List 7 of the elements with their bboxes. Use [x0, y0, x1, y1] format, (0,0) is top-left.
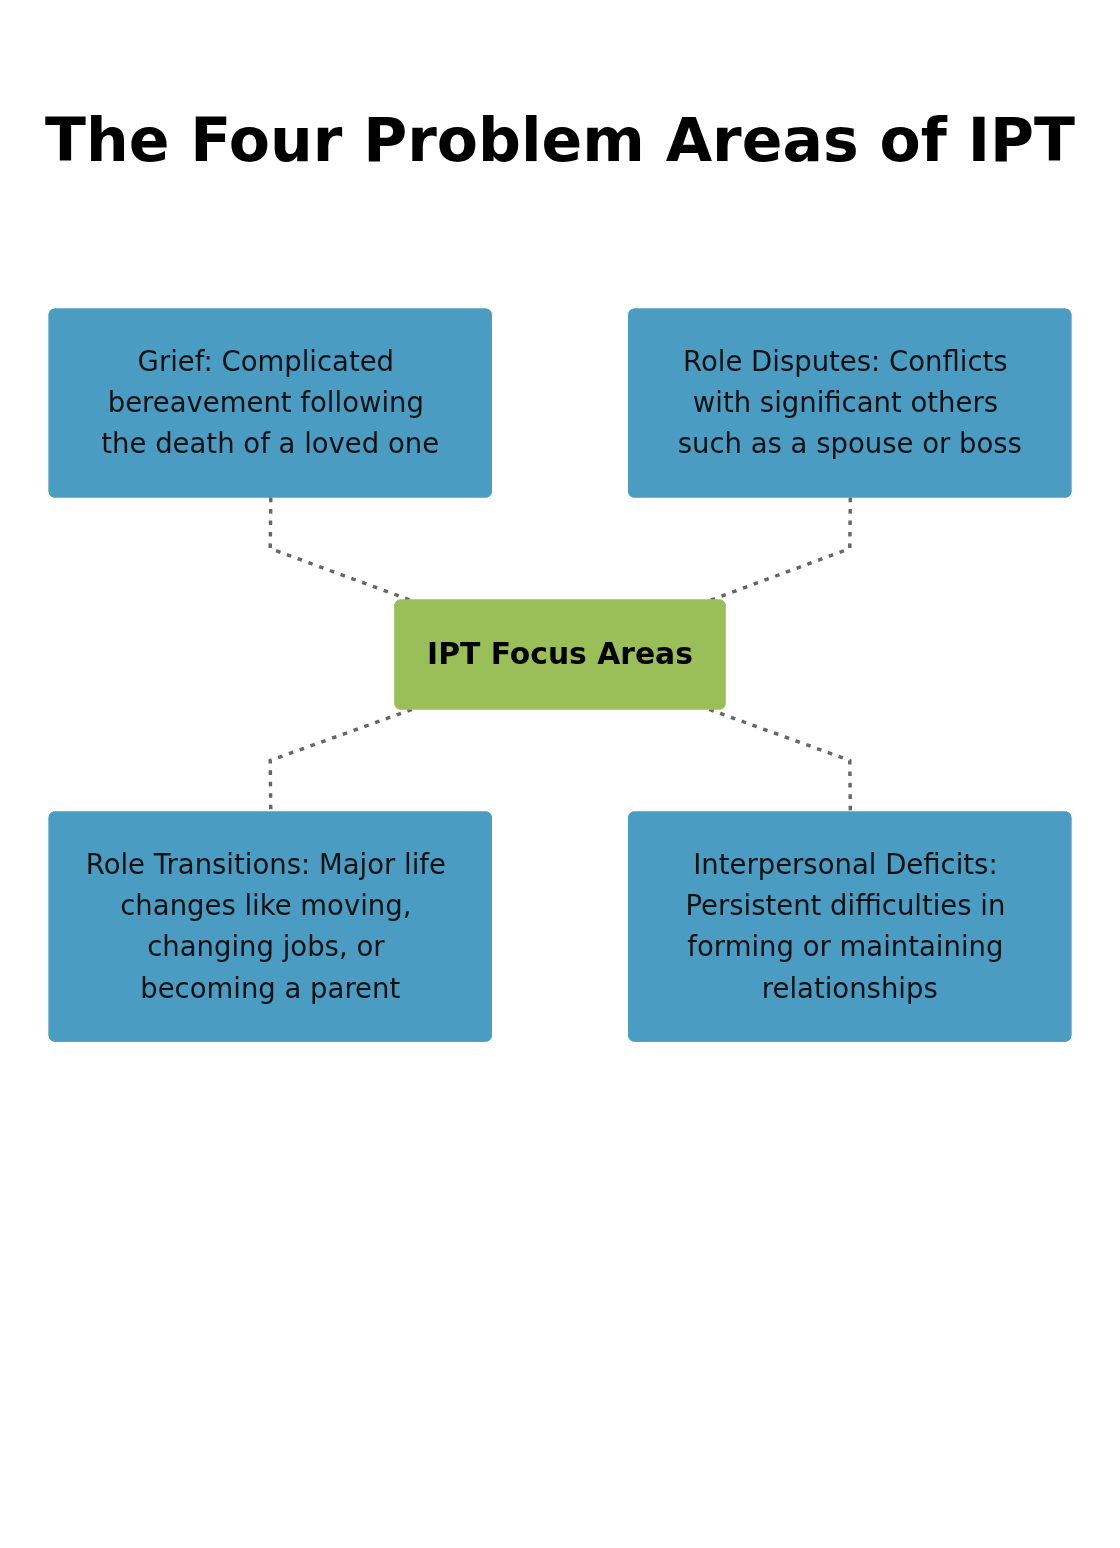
- central-box: IPT Focus Areas: [394, 599, 726, 710]
- connector: [708, 707, 853, 813]
- topic-box: Role Transitions: Major life changes like moving, changing jobs, or becoming a parent: [48, 811, 492, 1042]
- topic-box: Role Disputes: Conflicts with significant others such as a spouse or boss: [628, 308, 1072, 498]
- title: The Four Problem Areas of IPT: [44, 105, 1076, 175]
- topic-box: Grief: Complicated bereavement following the death of a loved one: [48, 308, 492, 498]
- topic-box: Interpersonal Deficits: Persistent difficulties in forming or maintaining relationships: [628, 811, 1072, 1042]
